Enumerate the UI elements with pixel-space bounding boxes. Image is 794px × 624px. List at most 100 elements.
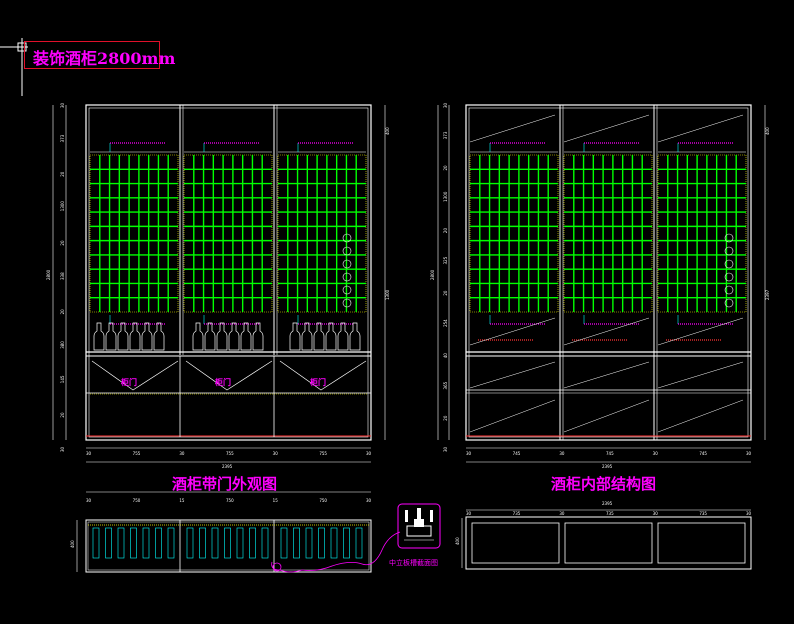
right-plan-total: 2395 <box>602 501 613 506</box>
left-side-dim-4: 20 <box>60 240 65 246</box>
left-wine-rack-grid <box>277 142 367 325</box>
right-side-dim-10: 20 <box>443 415 448 421</box>
plan-bottle <box>92 527 100 559</box>
left-plan-dim-2: 15 <box>179 498 185 503</box>
drawing-title: 装饰酒柜2800mm <box>33 49 176 68</box>
plan-bottle <box>211 527 219 559</box>
left-side-dim-8: 145 <box>60 375 65 383</box>
plan-bottle <box>305 527 313 559</box>
left-bottom-dim-5: 755 <box>319 451 327 456</box>
plan-bottle <box>249 527 256 559</box>
right-rside-dim-1: 2397 <box>765 289 770 300</box>
right-side-dim-3: 1300 <box>443 191 448 202</box>
plan-bottle <box>199 527 206 559</box>
right-side-dim-8: 40 <box>443 353 448 359</box>
right-bottom-dim-5: 745 <box>699 451 707 456</box>
right-side-dim-0: 30 <box>443 102 448 108</box>
left-side-dim-1: 373 <box>60 134 65 142</box>
plan-bottle <box>280 527 288 559</box>
right-rside-dim-0: 400 <box>765 127 770 135</box>
right-plan-dim-1: 735 <box>513 511 521 516</box>
view-title-exterior: 酒柜带门外观图 <box>172 475 278 493</box>
right-plan-depth: 400 <box>455 537 460 545</box>
right-side-dim-11: 30 <box>443 446 448 452</box>
plan-bottle <box>343 527 350 559</box>
door-label-3: 柜门 <box>309 377 326 387</box>
left-side-dim-6: 20 <box>60 309 65 315</box>
door-swing-markers <box>91 360 367 391</box>
right-plan-dim-3: 735 <box>606 511 614 516</box>
left-rside-dim-1: 1300 <box>385 289 390 300</box>
left-bottom-dim-3: 755 <box>226 451 234 456</box>
left-bottom-dim-4: 30 <box>273 451 279 456</box>
door-label-group: 柜门 柜门 柜门 <box>120 377 326 387</box>
left-plan-view <box>85 519 401 573</box>
right-bottom-dim-6: 30 <box>746 451 752 456</box>
plan-bottle <box>293 527 300 559</box>
right-plan-dim-6: 30 <box>746 511 752 516</box>
right-side-dim-4: 20 <box>443 228 448 234</box>
detail-label: 中立板槽截面图 <box>389 558 438 567</box>
left-side-dim-7: 380 <box>60 341 65 349</box>
door-label-2: 柜门 <box>214 377 231 387</box>
bottle-row <box>93 322 165 351</box>
plan-bottle <box>236 527 244 559</box>
left-wine-rack-grid <box>89 142 179 325</box>
left-side-dim-9: 20 <box>60 412 65 418</box>
right-side-total: 2800 <box>430 269 435 280</box>
left-plan-dim-4: 15 <box>273 498 279 503</box>
left-plan-dim-3: 750 <box>226 498 234 503</box>
left-plan-dim-5: 750 <box>319 498 327 503</box>
left-side-total: 2800 <box>46 269 51 280</box>
left-plan-dim-1: 750 <box>133 498 141 503</box>
plan-bottle <box>155 527 162 559</box>
left-side-dim-5: 338 <box>60 272 65 280</box>
right-plan-view <box>465 516 752 570</box>
left-cabinet-inner-outline <box>88 107 369 438</box>
door-label-1: 柜门 <box>120 377 137 387</box>
plan-bottle <box>318 527 325 559</box>
left-side-dim-3: 1300 <box>60 201 65 212</box>
plan-bottle <box>117 527 125 559</box>
right-wine-rack-grid <box>469 142 559 325</box>
left-total-width: 2395 <box>222 464 233 469</box>
right-side-dim-5: 325 <box>443 256 448 264</box>
plan-bottle <box>224 527 231 559</box>
left-bottom-dim-6: 30 <box>366 451 372 456</box>
right-plan-dim-2: 30 <box>559 511 565 516</box>
bottle-row <box>289 322 361 351</box>
left-bottom-dim-2: 30 <box>179 451 185 456</box>
left-side-dim-0: 30 <box>60 102 65 108</box>
plan-bottle <box>186 527 194 559</box>
view-title-interior: 酒柜内部结构图 <box>551 475 657 493</box>
plan-bottle <box>355 527 363 559</box>
plan-bottle <box>105 527 112 559</box>
right-wine-rack-grid <box>657 142 747 325</box>
right-elevation <box>437 104 766 568</box>
detail-section-view: 中立板槽截面图 <box>389 503 441 567</box>
right-plan-dim-4: 30 <box>653 511 659 516</box>
left-rside-dim-0: 400 <box>385 127 390 135</box>
left-cabinet-outline <box>85 104 372 441</box>
plan-bottle <box>142 527 150 559</box>
left-side-dim-10: 30 <box>60 446 65 452</box>
title-frame <box>24 41 160 69</box>
right-plan-dim-5: 735 <box>699 511 707 516</box>
right-side-dim-7: 254 <box>443 319 448 327</box>
plan-bottle <box>167 527 175 559</box>
plan-bottle <box>330 527 338 559</box>
right-side-dim-9: 365 <box>443 381 448 389</box>
right-bottom-dim-2: 30 <box>559 451 565 456</box>
right-bottom-dim-0: 30 <box>466 451 472 456</box>
right-bottom-dim-1: 745 <box>513 451 521 456</box>
left-bottom-dim-1: 755 <box>133 451 141 456</box>
right-side-dim-6: 20 <box>443 290 448 296</box>
right-plan-dim-0: 30 <box>466 511 472 516</box>
right-side-dim-1: 373 <box>443 131 448 139</box>
right-total-width: 2395 <box>602 464 613 469</box>
right-side-dim-2: 20 <box>443 165 448 171</box>
detail-callout-cloud <box>271 531 401 573</box>
